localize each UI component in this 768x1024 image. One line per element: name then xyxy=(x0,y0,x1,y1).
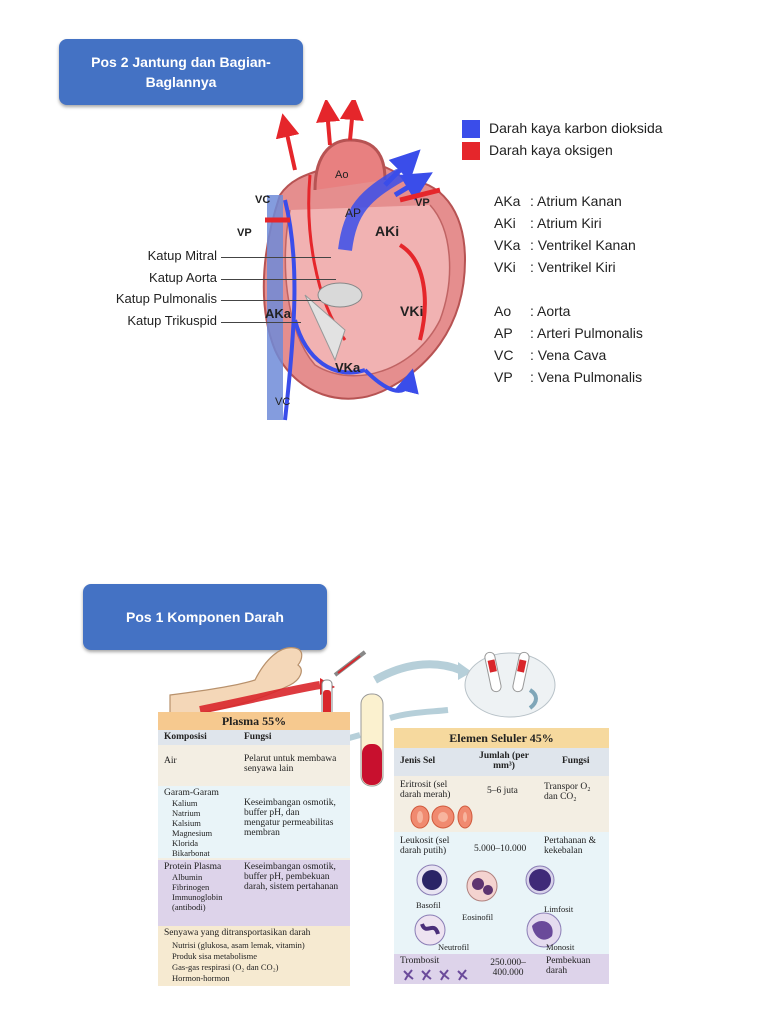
arm-illustration xyxy=(169,647,303,719)
leukosit-type-eosinofil: Eosinofil xyxy=(462,912,494,922)
elemen-row-eritrosit: Eritrosit (sel darah merah) 5–6 juta Tra… xyxy=(394,776,609,832)
leukosit-type-neutrofil: Neutrofil xyxy=(438,942,470,952)
elemen-col-jenis: Jenis Sel xyxy=(400,756,436,766)
plasma-garam-fungsi: Keseimbangan osmotik, buffer pH, dan men… xyxy=(244,798,336,838)
plasma-header-row: Komposisi Fungsi xyxy=(158,730,350,745)
plasma-protein-item: Albumin xyxy=(172,872,203,882)
valve-leader-pulmonalis xyxy=(221,300,321,301)
trombosit-jumlah: 250.000–400.000 xyxy=(490,958,526,978)
leukosit-type-limfosit: Limfosit xyxy=(544,904,574,914)
plasma-transport-item: Nutrisi (glukosa, asam lemak, vitamin) xyxy=(172,940,305,950)
abbr-vki: VKi: Ventrikel Kiri xyxy=(494,259,616,275)
leukosit-name: Leukosit (sel darah putih) xyxy=(400,836,450,856)
pos2-title: Pos 2 Jantung dan Bagian-Baglannya xyxy=(91,54,271,90)
leukosit-type-monosit: Monosit xyxy=(546,942,575,952)
plasma-protein-item: Fibrinogen xyxy=(172,882,210,892)
plasma-garam-item: Klorida xyxy=(172,838,198,848)
plasma-row-protein: Protein Plasma Albumin Fibrinogen Immuno… xyxy=(158,860,350,926)
trombosit-fungsi: Pembekuan darah xyxy=(546,956,591,976)
valve-leader-trikuspid xyxy=(221,322,301,323)
elemen-header-row: Jenis Sel Jumlah (per mm³) Fungsi xyxy=(394,748,609,776)
plasma-col-komposisi: Komposisi xyxy=(164,732,207,742)
leukocyte-cells-illustration xyxy=(414,864,562,948)
elemen-row-trombosit: Trombosit 250.000–400.000 Pembekuan dara… xyxy=(394,954,609,984)
elemen-row-leukosit: Leukosit (sel darah putih) 5.000–10.000 … xyxy=(394,832,609,954)
heart-label-vki: VKi xyxy=(400,303,423,319)
valve-label-mitral: Katup Mitral xyxy=(147,248,217,263)
heart-label-vka: VKa xyxy=(335,360,361,375)
valve-leader-aorta xyxy=(221,279,336,280)
plasma-garam-item: Kalsium xyxy=(172,818,201,828)
trombosit-cells-illustration xyxy=(403,969,468,981)
heart-label-aka: AKa xyxy=(265,306,292,321)
heart-label-vp-left: VP xyxy=(237,227,252,239)
valve-leader-mitral xyxy=(221,257,331,258)
legend-swatch-o2 xyxy=(462,142,480,160)
plasma-col-fungsi: Fungsi xyxy=(244,732,272,742)
eritrosit-cells-illustration xyxy=(410,805,473,829)
blood-draw-illustration xyxy=(169,647,556,719)
valve-label-aorta: Katup Aorta xyxy=(149,270,217,285)
pos1-title: Pos 1 Komponen Darah xyxy=(126,609,284,625)
plasma-transport-item: Hormon-hormon xyxy=(172,973,230,983)
plasma-garam-item: Natrium xyxy=(172,808,201,818)
plasma-air-komposisi: Air xyxy=(164,756,177,766)
plasma-protein-item: Immunoglobin (antibodi) xyxy=(172,892,223,912)
plasma-garam-item: Kalium xyxy=(172,798,198,808)
abbr-aki: AKi: Atrium Kiri xyxy=(494,215,602,231)
eritrosit-jumlah: 5–6 juta xyxy=(487,786,518,796)
plasma-row-air: Air Pelarut untuk membawa senyawa lain xyxy=(158,746,350,786)
plasma-title: Plasma 55% xyxy=(221,714,287,728)
valve-label-pulmonalis: Katup Pulmonalis xyxy=(115,291,217,306)
plasma-transport-item: Gas-gas respirasi (O₂ dan CO₂) xyxy=(172,962,279,972)
heart-label-aki: AKi xyxy=(375,223,399,239)
abbr-vp: VP: Vena Pulmonalis xyxy=(494,369,643,385)
abbr-aka: AKa: Atrium Kanan xyxy=(494,193,622,209)
pos1-title-box: Pos 1 Komponen Darah xyxy=(83,584,327,650)
trombosit-name: Trombosit xyxy=(400,956,440,966)
elemen-title: Elemen Seluler 45% xyxy=(449,731,554,745)
plasma-row-transport: Senyawa yang ditransportasikan darah Nut… xyxy=(158,926,350,986)
plasma-title-bar: Plasma 55% xyxy=(158,712,350,730)
heart-label-ao: Ao xyxy=(335,169,348,181)
plasma-air-fungsi: Pelarut untuk membawa senyawa lain xyxy=(244,754,337,774)
plasma-transport-item: Produk sisa metabolisme xyxy=(172,951,257,961)
valve-label-trikuspid: Katup Trikuspid xyxy=(127,313,217,328)
elemen-col-fungsi: Fungsi xyxy=(562,756,590,766)
separated-blood-tube xyxy=(360,693,384,787)
heart-label-vc-top: VC xyxy=(255,194,270,206)
leukosit-type-basofil: Basofil xyxy=(416,900,441,910)
plasma-garam-item: Magnesium xyxy=(172,828,213,838)
centrifuge xyxy=(464,652,556,718)
heart-diagram: Ao AP VC VP VP AKi AKa VKi VKa VC xyxy=(237,100,467,421)
eritrosit-name: Eritrosit (sel darah merah) xyxy=(400,780,451,800)
heart-label-ap: AP xyxy=(345,206,361,220)
eritrosit-fungsi: Transpor O₂ dan CO₂ xyxy=(544,782,591,802)
plasma-garam-item: Bikarbonat xyxy=(172,848,210,858)
plasma-protein-komposisi: Protein Plasma xyxy=(164,862,222,872)
elemen-col-jumlah: Jumlah (per mm³) xyxy=(479,751,529,771)
plasma-garam-komposisi: Garam-Garam xyxy=(164,788,219,798)
leukosit-jumlah: 5.000–10.000 xyxy=(474,844,527,854)
plasma-panel: Plasma 55% Komposisi Fungsi Air Pelarut … xyxy=(158,712,350,986)
pos2-title-box: Pos 2 Jantung dan Bagian-Baglannya xyxy=(59,39,303,105)
legend-label-o2: Darah kaya oksigen xyxy=(489,142,613,158)
plasma-transport-title: Senyawa yang ditransportasikan darah xyxy=(164,928,311,938)
abbr-vc: VC: Vena Cava xyxy=(494,347,607,363)
heart-label-vp-right: VP xyxy=(415,197,430,209)
abbr-ap: AP: Arteri Pulmonalis xyxy=(494,325,643,341)
heart-label-vc-bottom: VC xyxy=(275,396,290,408)
abbr-ao: Ao: Aorta xyxy=(494,303,571,319)
legend-swatch-co2 xyxy=(462,120,480,138)
plasma-protein-fungsi: Keseimbangan osmotik, buffer pH, pembeku… xyxy=(244,862,339,892)
leukosit-fungsi: Pertahanan & kekebalan xyxy=(544,836,596,856)
abbr-vka: VKa: Ventrikel Kanan xyxy=(494,237,636,253)
elemen-panel: Elemen Seluler 45% Jenis Sel Jumlah (per… xyxy=(394,728,609,984)
legend-label-co2: Darah kaya karbon dioksida xyxy=(489,120,663,136)
plasma-row-garam: Garam-Garam Kalium Natrium Kalsium Magne… xyxy=(158,786,350,858)
elemen-title-bar: Elemen Seluler 45% xyxy=(394,728,609,748)
